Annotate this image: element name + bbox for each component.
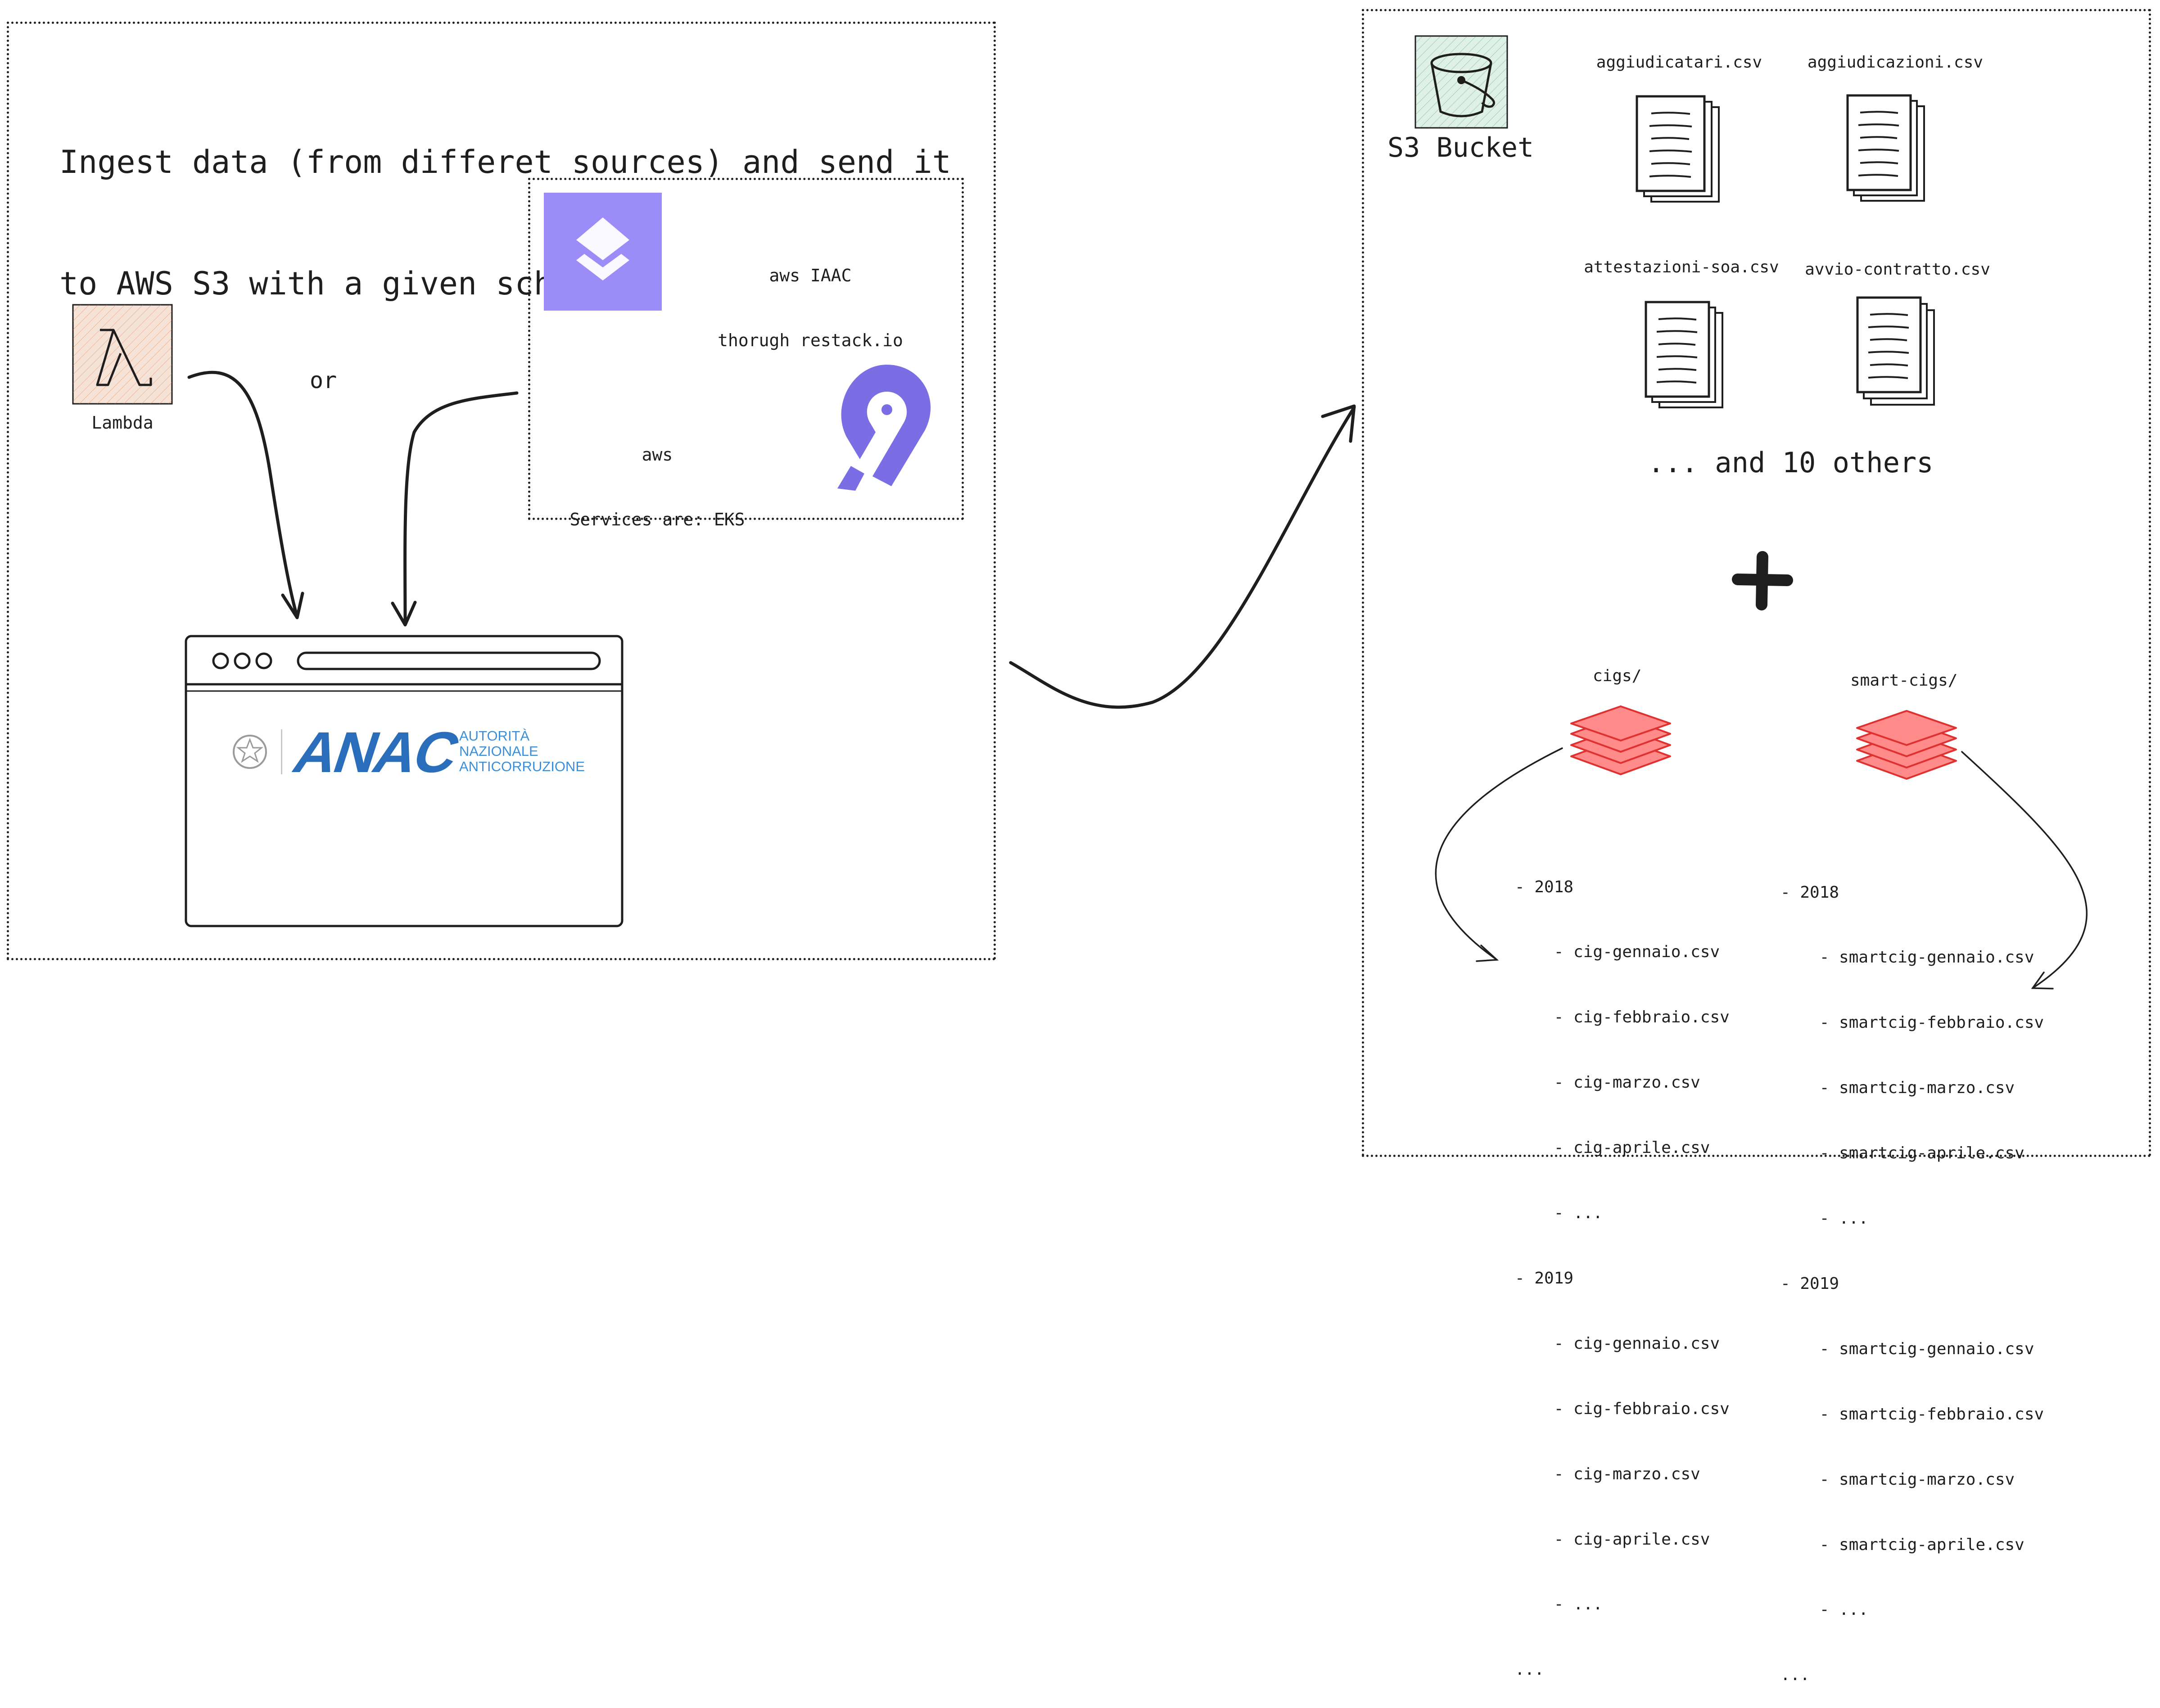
file-label-aggiudicazioni: aggiudicazioni.csv <box>1807 53 1984 72</box>
ingest-panel <box>7 22 996 960</box>
tree-line: - 2019 <box>1515 1269 1574 1288</box>
tree-line: - cig-aprile.csv <box>1515 1139 1710 1157</box>
layers-stack-icon <box>1853 709 1961 786</box>
arrow-lambda-to-anac <box>187 371 299 619</box>
services-line-2: Services are: EKS <box>569 510 745 529</box>
tree-line: - cig-febbraio.csv <box>1515 1399 1730 1418</box>
file-label-aggiudicatari: aggiudicatari.csv <box>1596 53 1762 72</box>
panel-title-line-1: Ingest data (from differet sources) and … <box>59 144 951 181</box>
airbyte-logo-icon <box>819 356 954 495</box>
file-label-avvio: avvio-contratto.csv <box>1805 260 1990 279</box>
smart-cigs-folder-label: smart-cigs/ <box>1850 671 1958 690</box>
tree-line: - cig-febbraio.csv <box>1515 1008 1730 1027</box>
s3-bucket-label: S3 Bucket <box>1387 132 1534 163</box>
lambda-icon <box>72 304 173 405</box>
emblem-divider <box>281 729 282 774</box>
anac-sub-2: NAZIONALE <box>459 743 538 759</box>
iaac-line-1: aws IAAC <box>769 266 852 285</box>
arrow-cigs-to-tree <box>1435 747 1563 961</box>
file-label-attestazioni: attestazioni-soa.csv <box>1584 258 1779 276</box>
tree-line: - cig-gennaio.csv <box>1515 943 1720 962</box>
layers-stack-icon <box>1567 705 1675 781</box>
lambda-label: Lambda <box>91 413 154 433</box>
arrow-restack-to-anac <box>403 391 519 625</box>
tree-line: - smartcig-aprile.csv <box>1780 1535 2024 1554</box>
arrow-smart-to-tree <box>1961 751 2088 989</box>
tree-line: - cig-aprile.csv <box>1515 1530 1710 1549</box>
tree-line: - smartcig-gennaio.csv <box>1780 1339 2034 1358</box>
tree-line: - cig-marzo.csv <box>1515 1464 1700 1483</box>
plus-icon <box>1732 551 1793 610</box>
document-stack-icon <box>1634 94 1724 206</box>
tree-line: - smartcig-gennaio.csv <box>1780 948 2034 967</box>
tree-line: - ... <box>1780 1209 1869 1228</box>
tree-line: - smartcig-marzo.csv <box>1780 1470 2015 1489</box>
document-stack-icon <box>1845 93 1930 205</box>
anac-logo: ANAC <box>286 720 467 784</box>
tree-line: - ... <box>1515 1595 1603 1614</box>
anac-browser-window <box>185 635 624 927</box>
s3-panel <box>1362 9 2151 1157</box>
tree-line: - cig-gennaio.csv <box>1515 1334 1720 1353</box>
tree-line: - 2018 <box>1780 883 1839 902</box>
tree-line: ... <box>1780 1666 1810 1685</box>
cigs-folder-label: cigs/ <box>1593 667 1642 685</box>
anac-sub-1: AUTORITÀ <box>459 728 530 744</box>
iaac-caption: aws IAAC thorugh restack.io <box>675 221 945 373</box>
iaac-line-2: thorugh restack.io <box>718 330 903 350</box>
restack-logo-icon <box>544 193 662 311</box>
tree-line: - smartcig-febbraio.csv <box>1780 1013 2044 1032</box>
s3-bucket-icon <box>1414 35 1508 129</box>
italian-emblem-icon <box>230 732 270 772</box>
or-label: or <box>310 367 337 393</box>
document-stack-icon <box>1855 295 1940 412</box>
tree-line: - 2018 <box>1515 877 1574 896</box>
services-caption: aws Services are: EKS <box>531 401 783 552</box>
anac-logo-text: ANAC <box>286 720 467 784</box>
tree-line: - cig-marzo.csv <box>1515 1073 1700 1092</box>
arrow-anac-to-s3 <box>1009 406 1356 709</box>
tree-line: - smartcig-marzo.csv <box>1780 1079 2015 1098</box>
anac-subtitle: AUTORITÀ NAZIONALE ANTICORRUZIONE <box>459 728 585 774</box>
tree-line: ... <box>1515 1660 1545 1679</box>
tree-line: - smartcig-febbraio.csv <box>1780 1405 2044 1423</box>
services-line-1: aws <box>642 445 673 465</box>
document-stack-icon <box>1643 299 1729 412</box>
tree-line: - smartcig-aprile.csv <box>1780 1144 2024 1163</box>
others-label: ... and 10 others <box>1648 446 1934 479</box>
tree-line: - 2019 <box>1780 1274 1839 1293</box>
connector-layer <box>187 371 2088 990</box>
tree-line: - ... <box>1780 1600 1869 1619</box>
iaac-subpanel <box>528 178 964 520</box>
anac-sub-3: ANTICORRUZIONE <box>459 759 585 774</box>
tree-line: - ... <box>1515 1204 1603 1223</box>
